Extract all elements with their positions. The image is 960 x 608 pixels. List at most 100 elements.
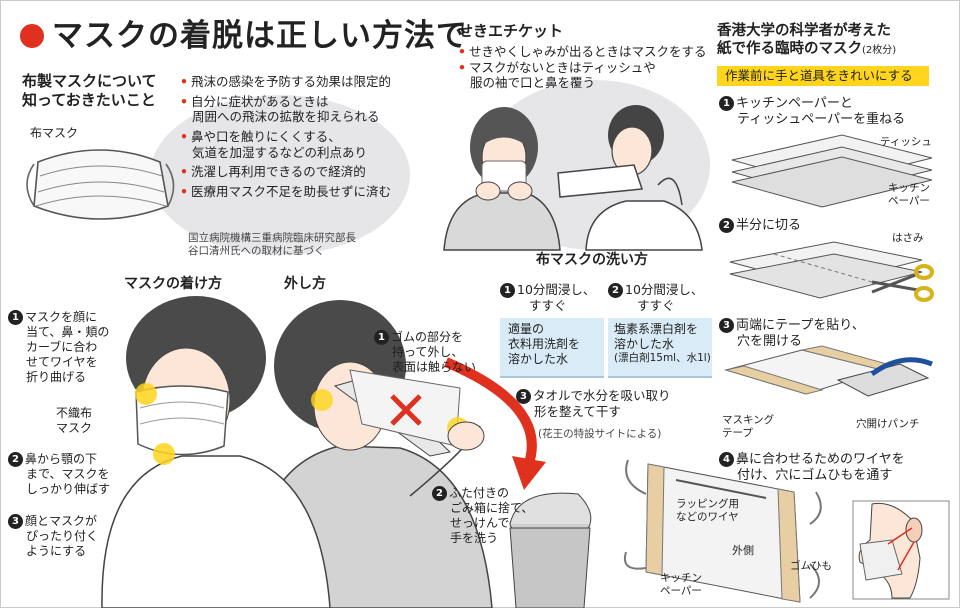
wearing-step-text: ゴムの部分を [391,330,464,344]
nonwoven-label-line: 不織布 [56,406,93,420]
kitchen2-label-line: キッチン [660,572,702,584]
hku-step1-text: ティッシュペーパーを重ねる [737,112,906,128]
wash-source-note: (花王の特設サイトによる) [538,428,662,440]
hku-count: (2枚分) [862,45,897,57]
etiquette-bullet: •マスクがないときはティッシュや服の袖で口と鼻を覆う [458,59,656,91]
step-number-icon: 2 [8,452,23,467]
tape-label: マスキング テープ [722,414,774,440]
step-number-icon: 1 [719,96,734,111]
step-number-icon: 2 [432,486,447,501]
step-number-icon: 2 [719,218,734,233]
detergent-box-line: 溶かした水 [508,352,569,366]
wearing-step-text: マスクを顔に [25,310,98,324]
step-number-icon: 3 [8,514,23,529]
wire-label-line: などのワイヤ [676,511,739,524]
cloth-source-line2: 谷口清州氏への取材に基づく [188,245,325,258]
wearing-step-text: まで、マスクを [26,467,110,481]
cloth-mask-illustration [26,149,175,220]
step-number-icon: 1 [374,330,389,345]
wearing-step-text: ふた付きの [449,486,510,500]
x-mark-icon [390,394,422,426]
bleach-water-text: 塩素系漂白剤を 溶かした水 (漂白剤15ml、水1l) [614,322,711,365]
kitchen2-label-line: ペーパー [660,585,702,598]
wearing-off-heading: 外し方 [284,276,326,292]
cut-paper-illustration [729,241,934,302]
bleach-water-box: 塩素系漂白剤を 溶かした水 (漂白剤15ml、水1l) [608,318,712,378]
cloth-mask-label: 布マスク [30,126,79,140]
wearing-step-text: 顔とマスクが [25,514,98,528]
cloth-heading-line2: 知っておきたいこと [22,90,156,109]
hku-banner: 作業前に手と道具をきれいにする [717,66,929,86]
hku-heading-line2: 紙で作る臨時のマスク [717,41,862,58]
cloth-bullet-text: 自分に症状があるときは [191,93,329,109]
wash-step3-text: タオルで水分を吸い取り [533,388,671,403]
cloth-bullet-text: 気道を加湿するなどの利点あり [192,144,368,160]
hku-heading-line1: 香港大学の科学者が考えた [717,23,891,39]
wearing-step-text: 手を洗う [450,531,499,545]
hku-step2-text: 半分に切る [736,218,802,233]
scissors-label: はさみ [892,232,924,244]
wash-step1-text: すすぐ [528,298,567,313]
step-number-icon: 1 [8,310,23,325]
kitchen-label-line: ペーパー [888,195,930,208]
detergent-water-box: 適量の 衣料用洗剤を 溶かした水 [500,318,604,378]
tape-punch-illustration [724,345,933,397]
hole-punch-icon [836,357,933,397]
cloth-bullet-text: 飛沫の感染を予防する効果は限定的 [191,74,392,89]
detergent-box-line: 適量の [508,322,545,336]
cloth-bullet: •自分に症状があるときは周囲への飛沫の拡散を抑えられる [180,93,380,125]
wearing-step-text: せっけんで [450,516,510,530]
cloth-source-note: 国立病院機構三重病院臨床研究部長 谷口清州氏への取材に基づく [188,232,356,258]
paper-layers-illustration [731,134,933,208]
wearing-step-text: 当て、鼻・頬の [26,325,110,339]
hku-step3-text: 穴を開ける [737,334,803,350]
step-number-icon: 2 [608,283,623,298]
etiquette-bullets: •せきやくしゃみが出るときはマスクをする •マスクがないときはティッシュや服の袖… [458,44,707,91]
tape-label-line: テープ [722,427,753,440]
gray-background-blob [150,95,410,255]
wearing-step-text: 表面は触らない [392,360,477,374]
kitchen-label-line: キッチン [888,182,930,194]
cough-etiquette-illustration [443,105,703,251]
hku-step1-text: キッチンペーパーと [736,96,853,111]
wearing-step-text: ごみ箱に捨て、 [450,501,534,515]
cloth-bullet-text: 洗濯し再利用できるので経済的 [191,164,366,180]
hku-step4-text: 鼻に合わせるためのワイヤを [736,452,905,467]
cloth-bullet: •鼻や口を触りにくくする、気道を加湿するなどの利点あり [180,128,368,160]
wearing-step-text: 鼻から顎の下 [25,452,98,466]
paper-mask-illustration [624,459,822,603]
bleach-box-line: 溶かした水 [614,337,675,351]
wearing-step-text: カーブに合わ [26,340,98,354]
detergent-box-line: 衣料用洗剤を [508,337,581,351]
title-text: マスクの着脱は正しい方法で [52,18,468,54]
cloth-bullet-text: 鼻や口を触りにくくする、 [191,128,341,144]
nonwoven-label-line: マスク [56,421,93,435]
cloth-bullet: •洗濯し再利用できるので経済的 [180,164,366,180]
wearing-step-text: ぴったり付く [26,529,99,543]
step-number-icon: 3 [719,318,734,333]
scissors-icon [871,264,934,302]
outside-label: 外側 [732,544,754,557]
kitchen-label: キッチン ペーパー [888,182,930,208]
hku-banner-text: 作業前に手と道具をきれいにする [725,68,913,83]
etiquette-bullet: •せきやくしゃみが出るときはマスクをする [458,44,707,59]
trash-can-icon [509,492,592,608]
cloth-mask-heading: 布製マスクについて 知っておきたいこと [22,72,157,110]
etiquette-bullet-text: 服の袖で口と鼻を覆う [470,75,596,91]
cloth-bullet-list: •飛沫の感染を予防する効果は限定的 •自分に症状があるときは周囲への飛沫の拡散を… [180,74,391,199]
page-title: マスクの着脱は正しい方法で [20,10,468,55]
step-number-icon: 1 [500,283,515,298]
etiquette-bullet-text: マスクがないときはティッシュや [469,59,656,75]
step-number-icon: 4 [719,452,734,467]
step-number-icon: 3 [516,389,531,404]
face-profile-mask-illustration [852,500,950,600]
tape-label-line: マスキング [722,414,775,426]
cloth-bullet: •飛沫の感染を予防する効果は限定的 [180,74,392,89]
